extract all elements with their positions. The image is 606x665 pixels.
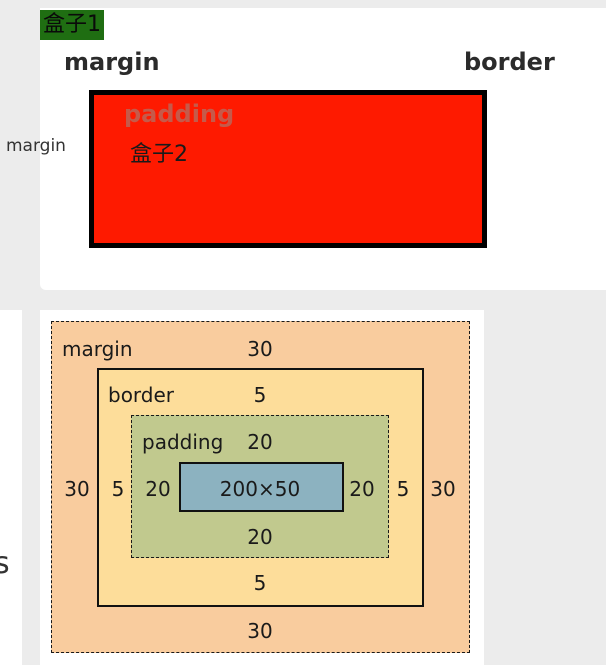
padding-bottom-value: 20 (247, 525, 273, 549)
content-area (179, 462, 344, 512)
margin-left-value: 30 (64, 477, 90, 501)
side-margin-label: margin (6, 136, 66, 156)
padding-left-value: 20 (145, 477, 171, 501)
padding-label: padding (124, 100, 235, 128)
padding-top-value: 20 (247, 430, 273, 454)
border-label: border (464, 48, 555, 76)
border-left-value: 5 (111, 477, 125, 501)
box2-label: 盒子2 (130, 142, 188, 167)
left-strip (0, 310, 22, 665)
padding-right-value: 20 (349, 477, 375, 501)
left-strip-char: s (0, 546, 10, 581)
border-area-label: border (108, 383, 175, 407)
margin-area-label: margin (62, 337, 133, 361)
margin-right-value: 30 (430, 477, 456, 501)
box2 (89, 90, 487, 248)
margin-bottom-value: 30 (247, 619, 273, 643)
border-bottom-value: 5 (253, 571, 267, 595)
padding-area-label: padding (142, 430, 224, 454)
border-top-value: 5 (253, 383, 267, 407)
margin-top-value: 30 (247, 337, 273, 361)
content-size-label: 200×50 (219, 477, 301, 501)
border-right-value: 5 (396, 477, 410, 501)
box1-label: 盒子1 (40, 10, 104, 40)
margin-label: margin (64, 48, 160, 76)
